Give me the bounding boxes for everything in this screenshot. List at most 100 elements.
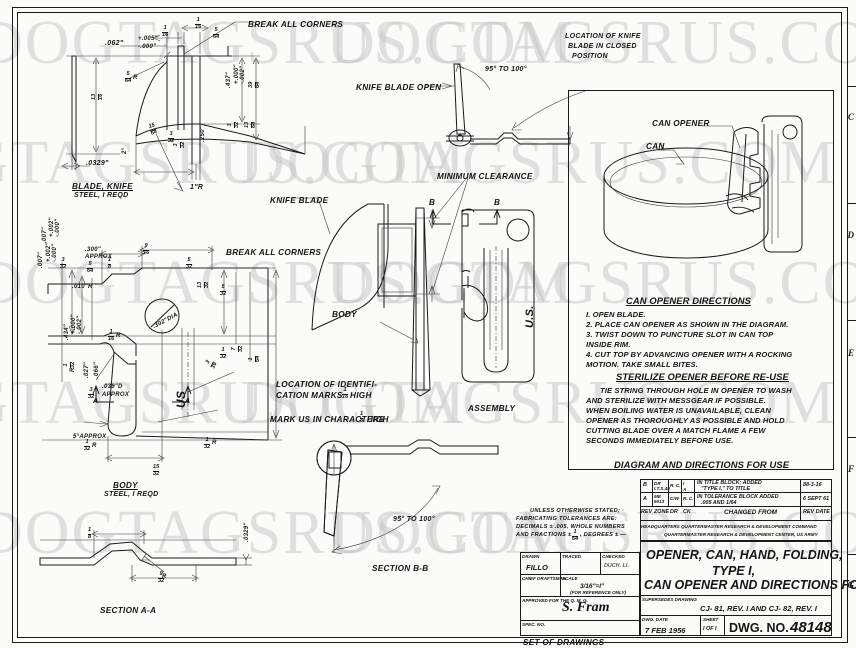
body-drawing (42, 246, 282, 462)
chief-draftsman-label: CHIEF DRAFTSMAN (522, 576, 567, 581)
section-aa-r-label: R (162, 574, 167, 580)
rev-row-a-rev: A (643, 496, 647, 502)
rev-row-b-ck2: A (683, 487, 687, 492)
body-break-corners-note: BREAK ALL CORNERS (226, 248, 322, 257)
blade-radius-r: R (133, 75, 138, 81)
sterilize-line: TIE STRING THROUGH HOLE IN OPENER TO WAS… (600, 386, 792, 395)
agency-line-2: QUARTERMASTER RESEARCH & DEVELOPMENT CEN… (664, 532, 818, 537)
body-dim-007b: .007" (42, 226, 48, 243)
drawn-value: FILLO (526, 563, 548, 572)
body-dim-minus002: -.002" (77, 315, 83, 334)
body-dim-300: .300" (85, 247, 102, 253)
body-dim-5approx: 5°APPROX (73, 434, 107, 440)
spec-no-label: SPEC. NO. (522, 622, 546, 627)
rev-row-a-date: 6 SEPT 61 (803, 496, 830, 502)
checked-value: DUCH. LI. (604, 563, 629, 569)
body-view-title: BODY (113, 481, 138, 490)
blade-dim-minus000: -.000" (138, 44, 157, 50)
supersedes-label: SUPERSEDES DRAWING (642, 597, 697, 602)
rev-row-a-zone-bot: 5013 (654, 499, 665, 504)
body-dim-027: .027" (84, 361, 90, 378)
sheet-border-outer (12, 7, 848, 643)
rev-row-a-change2: .005 AND 1/64 (701, 500, 737, 506)
dwg-date-label: DWG. DATE (642, 617, 668, 622)
scale-value: 3/16"=I" (580, 583, 605, 590)
body-section-a-left: A (93, 398, 99, 405)
rev-row-b-dr: R. C. (670, 483, 681, 488)
body-label: BODY (332, 310, 357, 319)
zone-letter-c: C (847, 112, 854, 122)
tolerance-note-line3: DECIMALS ± .005, WHOLE NUMBERS (516, 524, 626, 530)
body-r-mark3: R (92, 443, 97, 449)
tolerance-note-line4: AND FRACTIONS ± (516, 532, 572, 538)
approved-label: APPROVED FOR THE Q. M. G. (522, 598, 588, 603)
blade-dim-2deg: 2° (122, 147, 128, 154)
body-dim-010r: .010"R (72, 284, 93, 290)
rev-row-b-rev: B (643, 482, 647, 488)
body-dim-066: .066" (94, 361, 100, 378)
section-bb-drawing (316, 439, 499, 555)
section-aa-drawing (39, 530, 252, 582)
tolerance-note-line2: FABRICATING TOLERANCES ARE: (516, 516, 617, 522)
body-view-subtitle: STEEL, I REQD (104, 491, 159, 498)
scale-label: SCALE (562, 576, 578, 581)
blade-dim-0329: .0329" (86, 160, 109, 167)
approved-signature: S. Fram (562, 600, 610, 615)
rev-row-b-date: 88-3-16 (803, 482, 822, 488)
section-b-mark-right: B (494, 198, 501, 207)
rev-header-rev-date: REV DATE (803, 509, 830, 515)
direction-line: 3. TWIST DOWN TO PUNCTURE SLOT IN CAN TO… (586, 330, 774, 339)
rev-row-a-ck: R. C. (683, 496, 694, 501)
agency-banner (640, 521, 832, 541)
blade-dim-250: .250" (200, 125, 206, 142)
can-opener-label: CAN OPENER (652, 119, 710, 128)
blade-dim-437: .437" (226, 71, 232, 88)
rev-header-rev: REV (641, 509, 653, 515)
rev-row-a-zone-top: ME (654, 494, 661, 499)
rev-header-changed-from: CHANGED FROM (724, 509, 777, 516)
zone-letter-d: D (847, 230, 855, 240)
direction-line: 2. PLACE CAN OPENER AS SHOWN IN THE DIAG… (586, 320, 789, 329)
zone-tick (847, 437, 856, 438)
body-section-a-right: A (185, 398, 191, 405)
sheet-label: SHEET (703, 617, 719, 622)
sheet-value: I OF I (703, 626, 717, 632)
body-r-mark2: R (116, 333, 121, 339)
can-label: CAN (646, 142, 665, 151)
rev-header-ck: CK (683, 509, 691, 515)
assembly-view-label: ASSEMBLY (468, 404, 516, 413)
knife-blade-open-label: KNIFE BLADE OPEN (356, 83, 442, 92)
rev-header-dr: DR (670, 509, 678, 515)
section-bb-angle: 95° TO 100° (393, 516, 435, 523)
can-opener-illustration (603, 115, 803, 259)
rev-row-b-zone-bot: I.T.S.48 (654, 486, 670, 491)
sheet-border-inner (17, 12, 842, 638)
sterilize-line: WHEN BOILING WATER IS UNAVAILABLE, CLEAN (586, 406, 771, 415)
body-dim-minus000: -.000" (52, 243, 58, 262)
dwg-no-value: 48148 (790, 619, 832, 636)
tolerance-note-line1: UNLESS OTHERWISE STATED; · (530, 508, 625, 514)
knife-blade-label: KNIFE BLADE (270, 196, 329, 205)
zone-letter-f: F (847, 464, 854, 474)
rev-row-a-change1: IN TOLERANCE BLOCK ADDED (697, 494, 779, 500)
rev-row-a-dr: C/W (670, 496, 679, 501)
body-dim-434: .434" (64, 323, 70, 340)
